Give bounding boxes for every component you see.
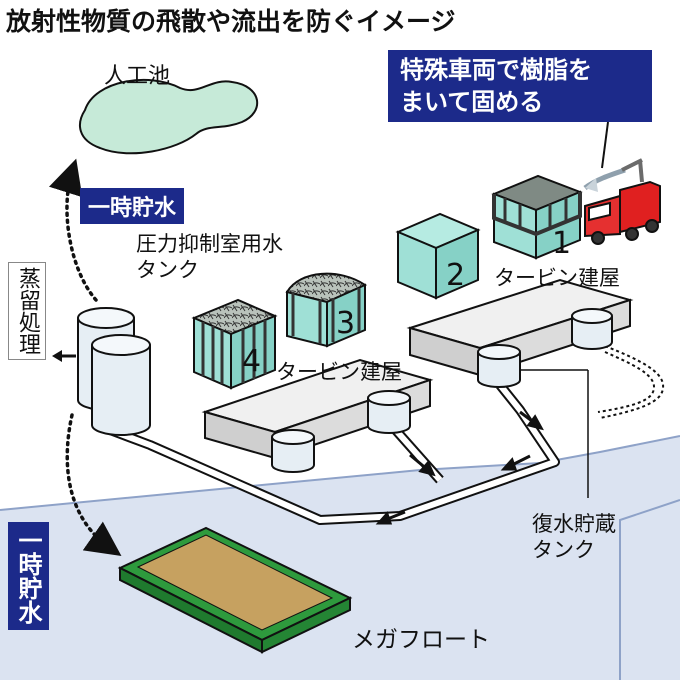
- artificial-pond-label: 人工池: [104, 64, 171, 89]
- reactor-2: [395, 212, 481, 300]
- turbine-building-right-label: タービン建屋: [494, 266, 620, 290]
- pressure-tanks: [77, 307, 151, 436]
- pond-shape: [78, 78, 259, 155]
- distillation-arrow: [52, 350, 76, 362]
- pressure-tank-label-2: タンク: [136, 258, 199, 282]
- flow-arrows: [375, 410, 544, 525]
- resin-callout: 特殊車両で樹脂を まいて固める: [388, 50, 652, 122]
- condensate-tanks: [271, 308, 613, 473]
- callout-line-1: 特殊車両で樹脂を: [400, 56, 592, 84]
- temp-storage-label-side: 一時貯水: [8, 522, 49, 630]
- return-dotted-line: [599, 345, 665, 419]
- flow-dotted-lines: [48, 158, 122, 557]
- pressure-tank-label-1: 圧力抑制室用水: [136, 232, 283, 256]
- turbine-building-left-label: タービン建屋: [276, 360, 402, 384]
- callout-line-2: まいて固める: [400, 88, 544, 116]
- megafloat-label: メガフロート: [352, 627, 490, 653]
- reactor-1-number: 1: [552, 226, 572, 261]
- reactor-2-number: 2: [446, 258, 466, 293]
- truck-icon: [584, 158, 661, 245]
- condensate-tank-label-2: タンク: [532, 538, 595, 562]
- sea-area: [0, 435, 680, 680]
- reactor-3: [285, 272, 368, 348]
- distillation-label: 蒸留処理: [8, 262, 46, 360]
- reactor-4-number: 4: [242, 344, 262, 379]
- temp-storage-label-top: 一時貯水: [80, 188, 185, 224]
- megafloat: [117, 526, 353, 654]
- callout-pointer: [601, 121, 609, 169]
- reactor-4: [191, 298, 278, 390]
- page-title: 放射性物質の飛散や流出を防ぐイメージ: [6, 7, 456, 36]
- condensate-tank-label-1: 復水貯蔵: [532, 512, 616, 536]
- reactor-3-number: 3: [336, 306, 356, 341]
- reactor-1: [491, 174, 583, 260]
